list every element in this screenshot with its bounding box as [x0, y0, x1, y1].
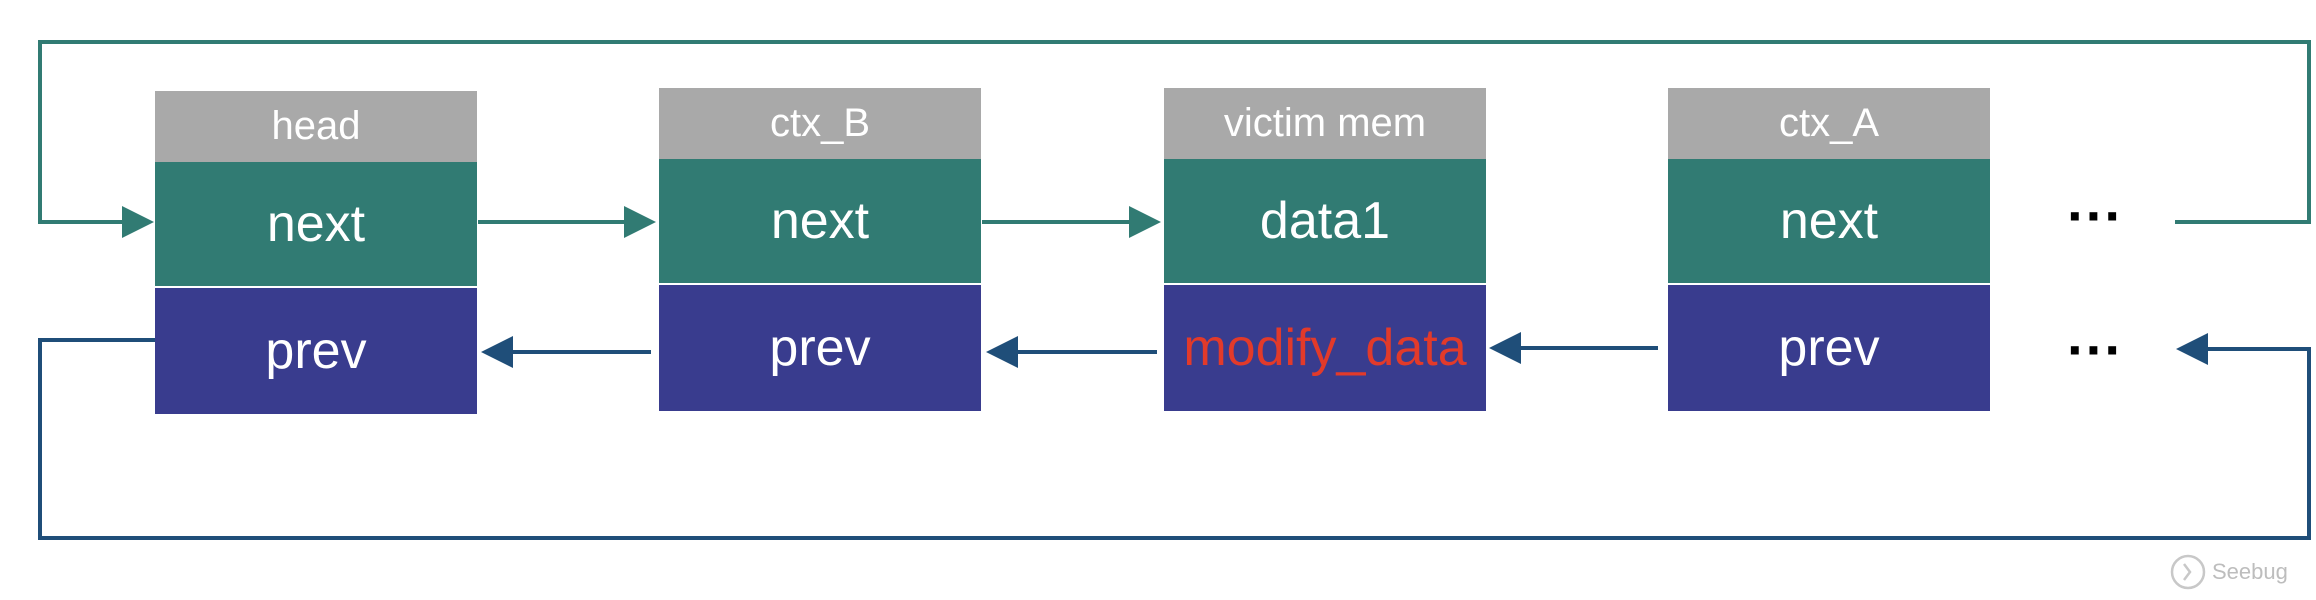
node-header: ctx_B — [659, 88, 981, 159]
prev-row-ellipsis: ··· — [2067, 318, 2123, 381]
next-row-ellipsis: ··· — [2067, 184, 2123, 247]
seebug-logo-icon — [2170, 554, 2206, 590]
node-ctx-a: ctx_A next prev — [1668, 88, 1990, 411]
next-wrap-arrow — [38, 40, 2311, 238]
next-field: next — [659, 159, 981, 285]
node-victim-mem: victim mem data1 modify_data — [1164, 88, 1486, 411]
prev-field: prev — [1668, 285, 1990, 411]
node-header: victim mem — [1164, 88, 1486, 159]
node-head: head next prev — [155, 91, 477, 414]
next-field: next — [155, 162, 477, 288]
modify-data-field: modify_data — [1164, 285, 1486, 411]
data1-field: data1 — [1164, 159, 1486, 285]
node-header: head — [155, 91, 477, 162]
node-header: ctx_A — [1668, 88, 1990, 159]
seebug-watermark: Seebug — [2168, 552, 2288, 592]
prev-wrap-arrow — [38, 333, 2311, 540]
prev-field: prev — [155, 288, 477, 414]
next-field: next — [1668, 159, 1990, 285]
node-ctx-b: ctx_B next prev — [659, 88, 981, 411]
watermark-text: Seebug — [2212, 559, 2288, 584]
prev-field: prev — [659, 285, 981, 411]
